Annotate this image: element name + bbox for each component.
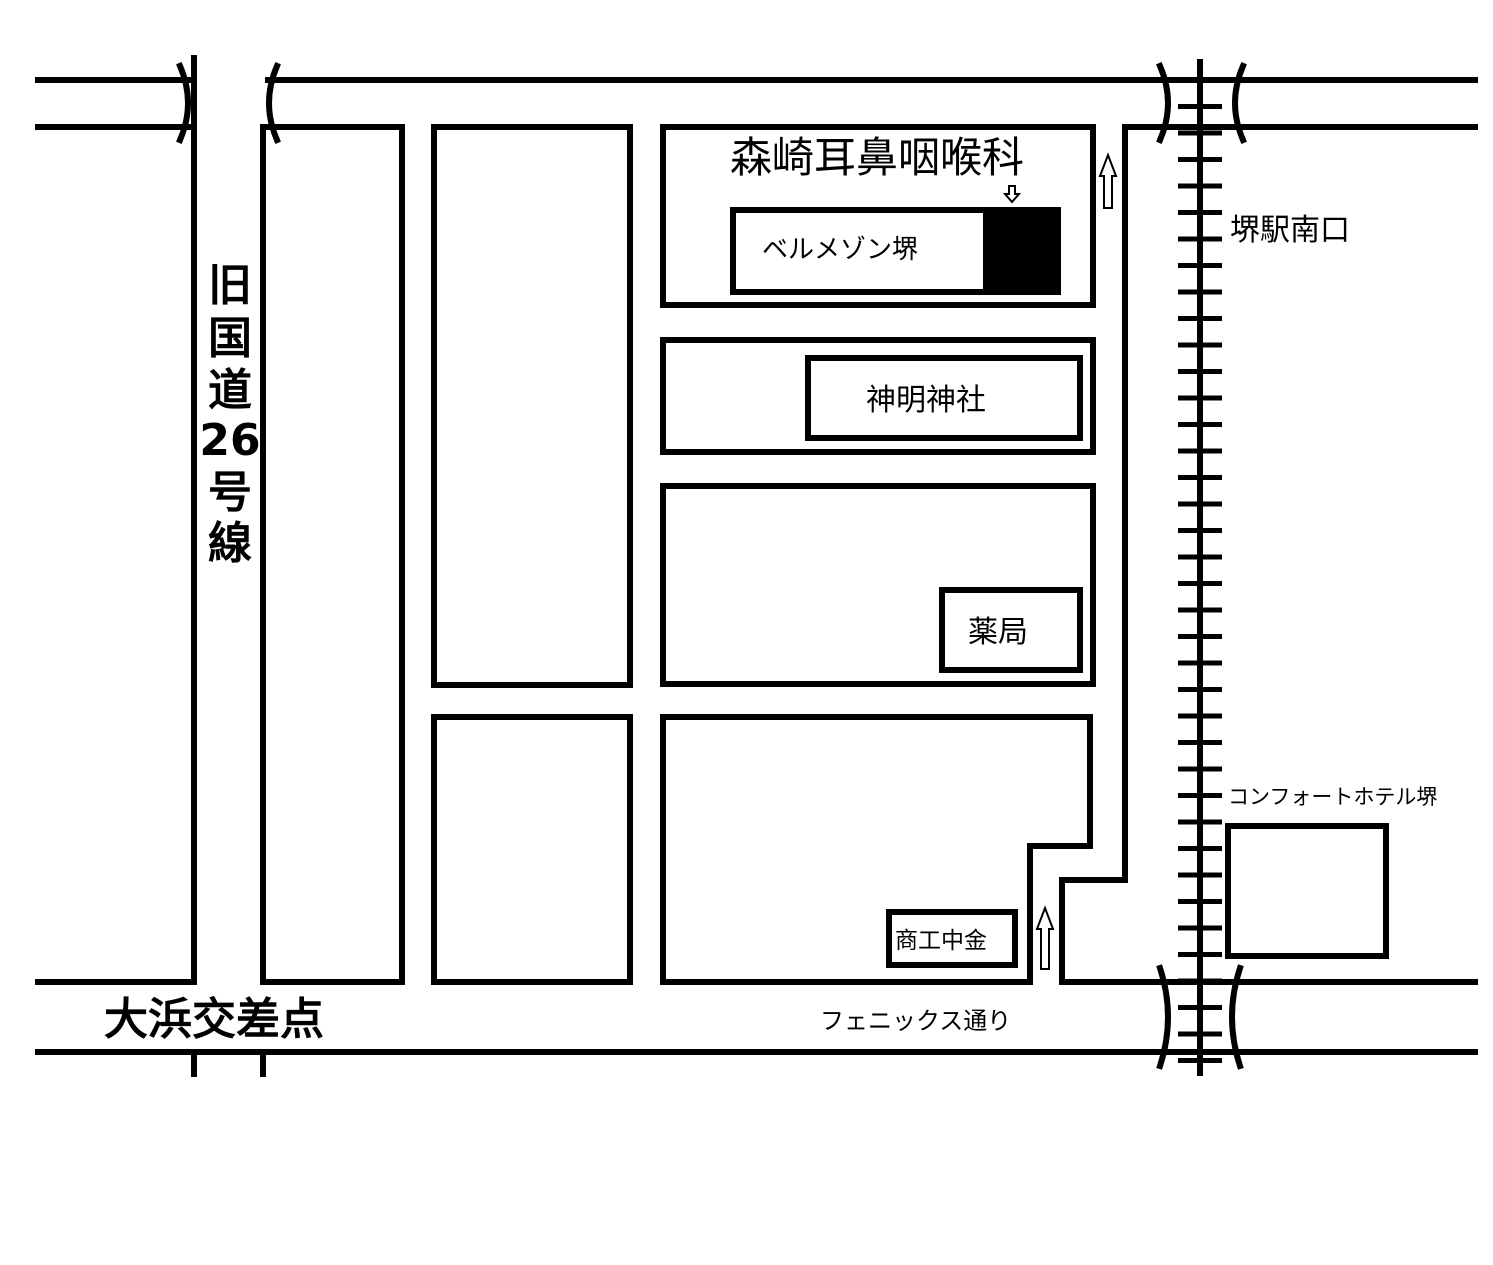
clinic-building: ベルメゾン堺: [730, 207, 1061, 295]
road-brackets: [176, 62, 1247, 1070]
phoenix-street-label: フェニックス通り: [820, 1007, 1011, 1035]
old-route-char-1: 旧: [208, 260, 252, 311]
old-route-label: 旧 国 道 26 号 線: [199, 260, 260, 569]
hotel-box: [1225, 823, 1389, 959]
shrine-landmark: 神明神社: [805, 355, 1083, 441]
pharmacy-landmark: 薬局: [939, 587, 1083, 673]
old-route-char-5: 号: [208, 467, 252, 518]
bank-label: 商工中金: [895, 928, 987, 954]
building-name: ベルメゾン堺: [762, 235, 918, 265]
block-west-upper: [431, 124, 633, 688]
pharmacy-box: [939, 587, 1083, 673]
old-route-char-4: 26: [199, 415, 260, 466]
clinic-name: 森崎耳鼻咽喉科: [730, 133, 1024, 182]
block-bank: [660, 714, 1093, 985]
bank-box: [886, 909, 1018, 968]
shrine-label: 神明神社: [866, 383, 986, 418]
intersection-label: 大浜交差点: [104, 994, 324, 1045]
old-route-char-2: 国: [208, 313, 252, 364]
bank-landmark: 商工中金: [886, 909, 1018, 968]
railway: [1178, 59, 1222, 1076]
hotel-landmark: コンフォートホテル堺: [1225, 785, 1437, 959]
bank-north-arrow-icon: [1035, 905, 1055, 970]
station-label: 堺駅南口: [1230, 213, 1350, 248]
hotel-label: コンフォートホテル堺: [1228, 785, 1437, 809]
railway-ties: [1178, 77, 1222, 1063]
north-arrow-icon: [1098, 152, 1118, 209]
block-west-lower: [431, 714, 633, 985]
shrine-box: [805, 355, 1083, 441]
clinic-pointer-arrow-icon: [1002, 185, 1022, 204]
old-route-char-3: 道: [208, 365, 252, 416]
pharmacy-label: 薬局: [968, 615, 1028, 650]
old-route-char-6: 線: [208, 518, 252, 569]
clinic-marker: [983, 210, 1058, 292]
